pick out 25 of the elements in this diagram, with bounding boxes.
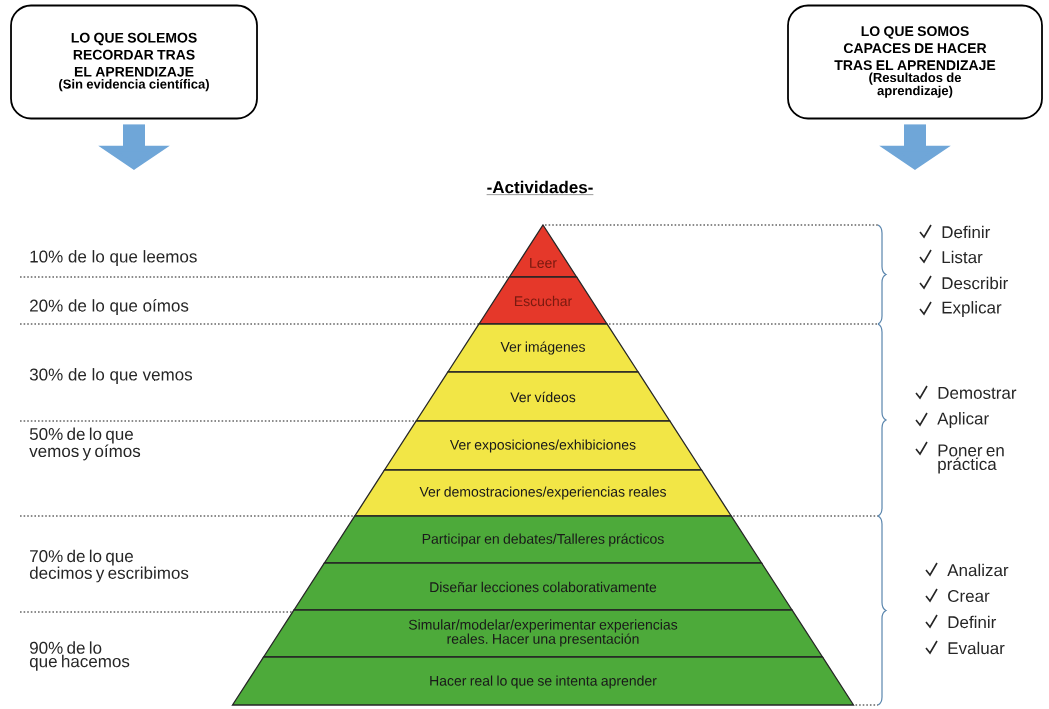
list-item: 10% de lo que leemos <box>30 250 197 266</box>
list-item: Analizar <box>947 563 1009 577</box>
rounded-box: LO QUE SOMOS CAPACES DE HACER TRAS EL APRENDIZAJE (Resultados de aprendizaje) <box>787 4 1043 120</box>
list-item: Poner en práctica <box>938 444 1004 474</box>
pyramid-band: Simular/modelar/experimentar experiencias reales. Hacer una presentación <box>262 609 824 658</box>
pyramid-band: Ver exposiciones/exhibiciones <box>383 420 703 471</box>
list-item: Describir <box>942 276 1008 290</box>
list-item: Aplicar <box>937 412 989 428</box>
list-item: 30% de lo que vemos <box>29 368 193 384</box>
pyramid-band: Ver vídeos <box>415 371 671 422</box>
pyramid-band: Participar en debates/Talleres prácticos <box>323 515 763 564</box>
list-item: Explicar <box>942 301 1002 317</box>
rounded-box: LO QUE SOLEMOS RECORDAR TRAS EL APRENDIZAJE (Sin evidencia científica) <box>10 4 258 120</box>
heading: -Actividades- <box>486 180 594 195</box>
list-item: 70% de lo que decimos y escribimos <box>29 549 189 583</box>
list-item: 50% de lo que vemos y oímos <box>29 427 141 461</box>
pyramid-band: Hacer real lo que se intenta aprender <box>231 656 855 706</box>
list-item: 20% de lo que oímos <box>30 299 189 315</box>
list-item: Definir <box>948 615 997 629</box>
list-item: 90% de lo que hacemos <box>29 641 130 671</box>
list-item: Listar <box>942 250 983 264</box>
list-item: Definir <box>942 225 991 239</box>
list-item: Crear <box>948 589 990 602</box>
list-item: Demostrar <box>938 387 1017 399</box>
list-item: Evaluar <box>948 641 1005 655</box>
